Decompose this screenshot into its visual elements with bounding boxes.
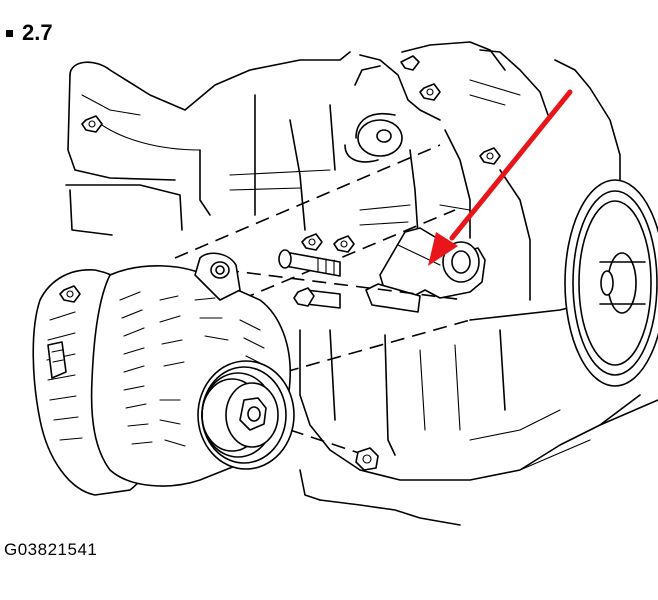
indicator-arrow-icon [428, 89, 573, 266]
square-bullet-icon [6, 29, 13, 37]
crankshaft-pulley [564, 179, 658, 387]
engine-block [65, 41, 658, 526]
section-heading: 2.7 [6, 18, 53, 48]
alternator-pulley [197, 360, 295, 470]
bolt-icon [301, 233, 323, 251]
figure-code: G03821541 [4, 540, 98, 559]
bolt-icon [479, 147, 501, 165]
bolt-icon [419, 83, 441, 101]
lower-nut [355, 447, 379, 471]
upper-mounting-bolt [278, 249, 341, 277]
engine-bolts [81, 55, 501, 253]
bolt-icon [81, 115, 103, 133]
section-number: 2.7 [22, 20, 53, 45]
bolt-icon [333, 235, 355, 253]
lower-mounting-bolt [293, 287, 341, 309]
upper-pivot-bracket [344, 113, 403, 163]
bolt-icon [400, 55, 420, 71]
